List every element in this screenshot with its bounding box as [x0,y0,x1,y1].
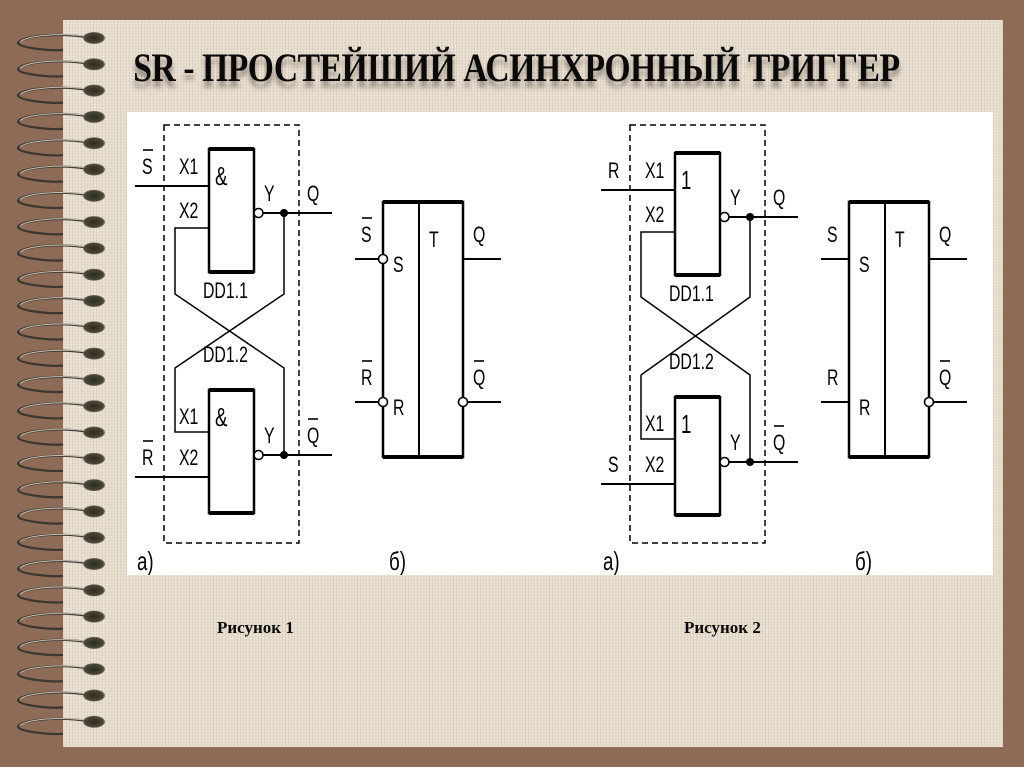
spiral-ring [16,636,105,657]
pin-label-x2: X2 [645,204,664,228]
circuit-label: а) [603,546,620,575]
output-bubble-top [719,211,730,223]
gate-function-symbol: 1 [681,409,691,439]
output-label-nq: Q [307,425,319,449]
pin-label-s: S [393,254,404,278]
pin-label-y: Y [264,183,275,207]
symbol-label: б) [389,546,406,575]
spiral-ring [16,295,105,315]
output-label-nq: Q [773,432,785,456]
figure-2-caption: Рисунок 2 [684,618,761,637]
spiral-ring [16,610,105,630]
output-bubble-bottom [719,456,730,468]
pin-label-x1: X1 [179,406,198,430]
pin-label-x2: X2 [179,200,198,224]
pin-label-x1: X1 [179,156,198,180]
gate-name-top: DD1.1 [669,283,714,307]
pin-label-x1: X1 [645,160,664,184]
spiral-binding [16,32,105,736]
input-bubble-r [377,396,389,408]
pin-label-x2: X2 [645,454,664,478]
symbol-input-r-label: R [361,367,372,391]
symbol-label: б) [855,546,872,575]
output-bubble-bottom [253,449,264,461]
spiral-ring [16,137,105,157]
gate-function-symbol: & [215,402,227,432]
pin-label-y: Y [264,425,275,449]
spiral-ring [16,373,105,394]
spiral-ring [16,242,105,262]
spiral-ring [16,452,105,473]
spiral-ring [16,268,105,288]
spiral-ring [16,479,105,499]
pin-label-r: R [859,397,870,421]
spiral-ring [16,110,105,131]
figure-1-caption: Рисунок 1 [217,618,294,637]
spiral-ring [16,347,105,367]
output-bubble-top [253,207,264,219]
symbol-type-label: T [895,229,905,253]
pin-label-s: S [859,254,870,278]
logic-gate-top [673,151,722,277]
spiral-ring [16,426,105,446]
input-label-bottom: S [608,454,619,478]
spiral-ring [16,321,105,341]
output-bubble-nq [923,396,935,408]
spiral-ring [16,531,105,551]
spiral-ring [16,189,105,210]
spiral-ring [16,32,105,52]
spiral-ring [16,400,105,420]
slide-title: SR - ПРОСТЕЙШИЙ АСИНХРОННЫЙ ТРИГГЕР [133,45,900,90]
spiral-ring [16,663,105,683]
input-label-bottom: R [142,447,153,471]
symbol-output-q-label: Q [939,224,951,248]
pin-label-y: Y [730,432,741,456]
gate-name-bottom: DD1.2 [203,344,248,368]
input-bubble-s [377,253,389,265]
feedback-wire [640,217,751,440]
feedback-wire [640,231,751,462]
output-bubble-nq [457,396,469,408]
spiral-ring [16,84,105,104]
pin-label-y: Y [730,187,741,211]
input-label-top: R [608,160,619,184]
symbol-output-nq-label: Q [473,367,485,391]
feedback-wire [174,227,285,455]
spiral-ring [16,58,105,78]
output-label-q: Q [307,183,319,207]
logic-gate-bottom [207,388,256,515]
spiral-ring [16,163,105,183]
feedback-wire [174,213,285,433]
symbol-output-nq-label: Q [939,367,951,391]
dashed-enclosure [163,124,300,544]
pin-label-r: R [393,397,404,421]
gate-name-top: DD1.1 [203,280,248,304]
dashed-enclosure [629,124,766,544]
input-label-top: S [142,156,153,180]
spiral-ring [16,689,105,709]
symbol-output-q-label: Q [473,224,485,248]
symbol-type-label: T [429,229,439,253]
gate-function-symbol: 1 [681,165,691,195]
symbol-input-s-label: S [827,224,838,248]
flipflop-symbol [847,200,931,459]
spiral-ring [16,715,105,736]
gate-function-symbol: & [215,161,227,191]
circuit-label: а) [137,546,154,575]
symbol-input-s-label: S [361,224,372,248]
spiral-ring [16,216,105,236]
output-label-q: Q [773,187,785,211]
spiral-ring [16,505,105,525]
pin-label-x1: X1 [645,413,664,437]
pin-label-x2: X2 [179,447,198,471]
spiral-ring [16,584,105,604]
gate-name-bottom: DD1.2 [669,351,714,375]
symbol-input-r-label: R [827,367,838,391]
spiral-ring [16,558,105,578]
